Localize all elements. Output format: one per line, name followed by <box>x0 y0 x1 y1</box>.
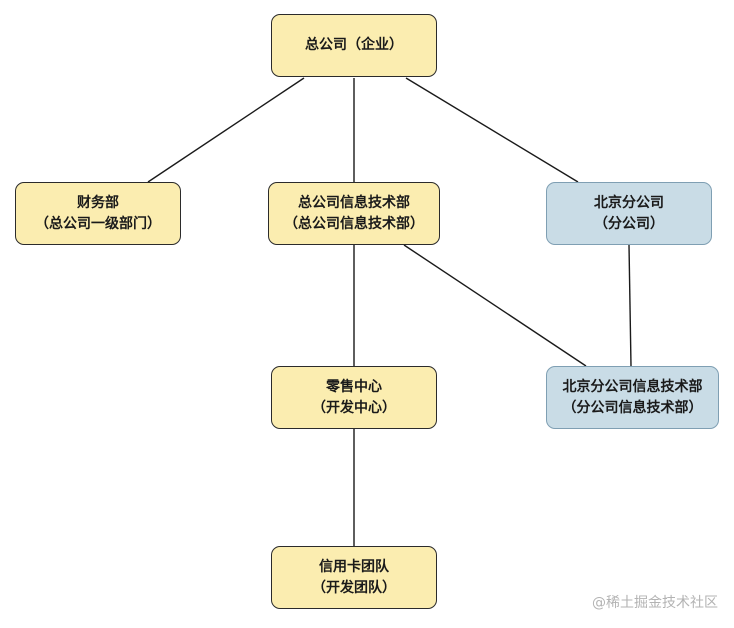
node-subtitle: （总公司信息技术部） <box>284 215 424 232</box>
node-title: 零售中心 <box>326 378 382 395</box>
node-subtitle: （分公司） <box>594 215 664 232</box>
node-title: 总公司（企业） <box>305 37 403 53</box>
node-hq-it-department: 总公司信息技术部 （总公司信息技术部） <box>268 182 440 245</box>
node-title: 北京分公司 <box>594 194 664 211</box>
edge-hq-it-beijing-it <box>403 244 587 367</box>
node-subtitle: （总公司一级部门） <box>35 215 161 232</box>
node-beijing-it-department: 北京分公司信息技术部 （分公司信息技术部） <box>546 366 719 429</box>
node-headquarters: 总公司（企业） <box>271 14 437 77</box>
node-title: 信用卡团队 <box>319 558 389 575</box>
node-retail-center: 零售中心 （开发中心） <box>271 366 437 429</box>
node-title: 总公司信息技术部 <box>298 194 410 211</box>
node-credit-card-team: 信用卡团队 （开发团队） <box>271 546 437 609</box>
node-subtitle: （分公司信息技术部） <box>562 399 703 416</box>
edge-hq-beijing <box>405 77 579 183</box>
watermark: @稀土掘金技术社区 <box>592 595 718 611</box>
node-subtitle: （开发团队） <box>312 579 396 596</box>
node-subtitle: （开发中心） <box>312 399 396 416</box>
node-title: 北京分公司信息技术部 <box>562 378 703 395</box>
node-finance-department: 财务部 （总公司一级部门） <box>15 182 181 245</box>
edge-hq-finance <box>147 77 305 183</box>
node-title: 财务部 <box>77 194 119 211</box>
edge-beijing-beijing-it <box>628 244 632 367</box>
node-beijing-branch: 北京分公司 （分公司） <box>546 182 712 245</box>
